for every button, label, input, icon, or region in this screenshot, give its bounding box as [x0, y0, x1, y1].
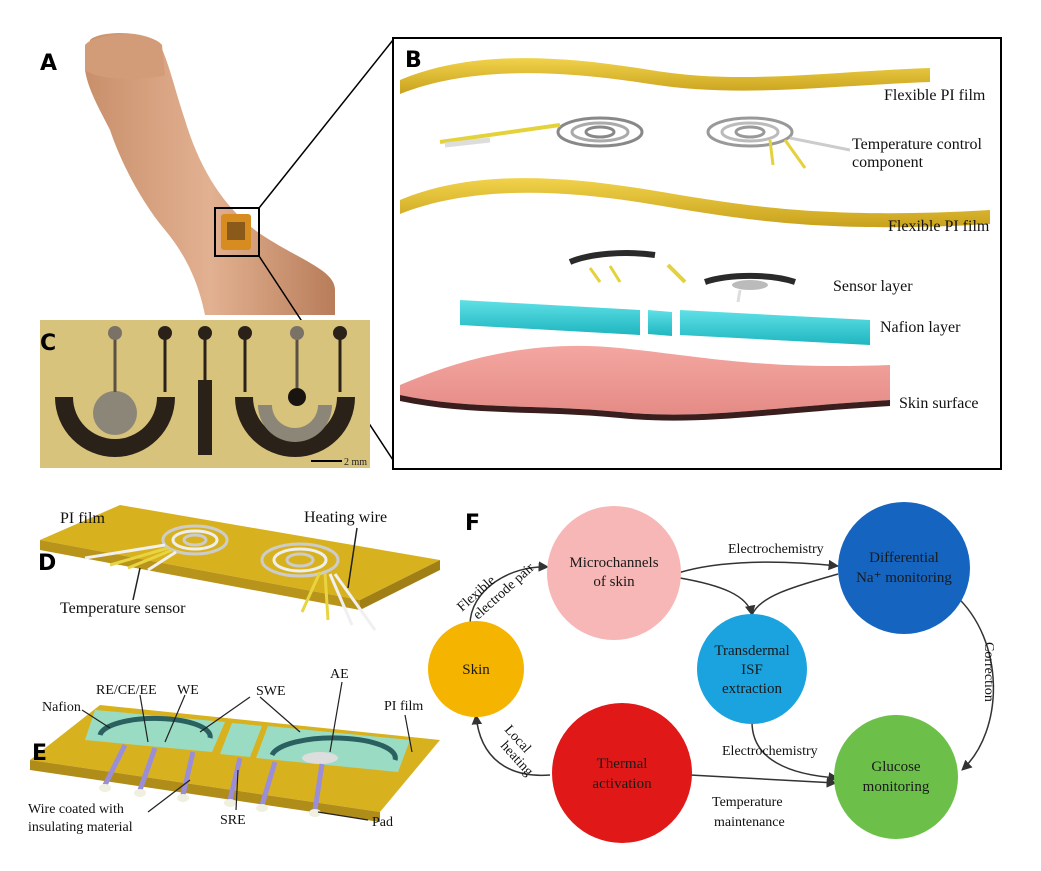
heating-wire-spiral	[260, 542, 377, 631]
edge-label-temp-1: Temperature	[712, 795, 783, 810]
node-transdermal	[697, 614, 807, 724]
node-skin	[428, 621, 524, 717]
edge-label-electrochem-bottom: Electrochemistry	[722, 744, 818, 759]
zoom-box	[214, 207, 260, 257]
node-transdermal-label-1: Transdermal	[714, 643, 789, 659]
label-nafion: Nafion	[42, 700, 81, 715]
electrode-arc-right	[235, 397, 355, 457]
label-nafion-layer: Nafion layer	[880, 319, 961, 336]
node-transdermal-label-3: extraction	[722, 681, 782, 697]
node-glucose-label-2: monitoring	[863, 779, 930, 795]
panel-letter-e: E	[32, 741, 47, 766]
edge-microchannels-isf	[679, 577, 756, 617]
sensor-layer	[568, 250, 796, 303]
edge-label-temp-2: maintenance	[714, 815, 785, 830]
panel-letter-a: A	[40, 51, 57, 76]
electrode-arc-left	[55, 397, 175, 457]
edge-thermal-glucose	[689, 774, 838, 788]
label-temp-control-2: component	[852, 154, 924, 171]
zoom-line-top	[258, 39, 394, 209]
panel-e: Nafion RE/CE/EE WE SWE AE PI film Wire c…	[28, 667, 440, 835]
label-skin-surface: Skin surface	[899, 395, 979, 412]
panel-letter-b: B	[405, 48, 422, 73]
edge-differential-isf	[751, 573, 839, 616]
patch-chip	[227, 222, 245, 240]
node-microchannels	[547, 506, 681, 640]
edge-thermal-skin	[471, 713, 551, 777]
panel-d: PI film Heating wire Temperature sensor …	[38, 505, 440, 631]
wires-coated	[99, 743, 325, 817]
label-swe: SWE	[256, 684, 286, 699]
node-skin-label: Skin	[462, 662, 490, 678]
node-thermal-label-1: Thermal	[597, 756, 648, 772]
node-transdermal-label-2: ISF	[741, 662, 763, 678]
label-sre: SRE	[220, 813, 246, 828]
label-pi-film-top: Flexible PI film	[884, 87, 986, 104]
edge-microchannels-differential	[677, 559, 840, 574]
scale-bar-label: 2 mm	[344, 457, 367, 468]
node-differential-label-2: Na⁺ monitoring	[856, 570, 952, 586]
pi-film-middle	[400, 178, 990, 228]
arm-image	[85, 33, 335, 316]
edge-isf-glucose	[751, 721, 840, 783]
node-glucose	[834, 715, 958, 839]
node-thermal	[552, 703, 692, 843]
fist-shape	[85, 34, 165, 79]
label-re-ce-ee: RE/CE/EE	[96, 683, 157, 698]
edge-label-electrochem-top: Electrochemistry	[728, 542, 824, 557]
panel-letter-d: D	[38, 551, 56, 576]
label-pi-film-middle: Flexible PI film	[888, 218, 990, 235]
panel-c: 2 mm C	[40, 320, 370, 468]
nafion-layer	[460, 300, 870, 345]
label-wire-1: Wire coated with	[28, 802, 124, 817]
label-pi-film-d: PI film	[60, 510, 105, 527]
edge-correction	[954, 594, 995, 771]
pi-film-top	[400, 58, 930, 94]
label-pad: Pad	[372, 815, 393, 830]
node-differential	[838, 502, 970, 634]
label-ae: AE	[330, 667, 349, 682]
electrode-bar	[198, 380, 212, 455]
node-microchannels-label-2: of skin	[593, 574, 635, 590]
label-temperature-sensor: Temperature sensor	[60, 600, 186, 617]
panel-b: B Flexible PI film Temperature control c…	[392, 37, 1002, 470]
label-sensor-layer: Sensor layer	[833, 278, 913, 295]
label-heating-wire: Heating wire	[304, 509, 387, 526]
skin-surface	[400, 345, 890, 415]
electrode-disk-left	[93, 391, 137, 435]
node-differential-label-1: Differential	[869, 550, 939, 566]
panel-f: F Skin Microchannels of skin Differentia…	[428, 502, 996, 843]
label-pi-film-e: PI film	[384, 699, 423, 714]
temperature-sensor-spiral	[84, 524, 229, 572]
node-glucose-label-1: Glucose	[871, 759, 920, 775]
node-thermal-label-2: activation	[592, 776, 652, 792]
pi-film-d	[40, 505, 440, 600]
edge-skin-microchannels	[469, 561, 550, 626]
label-wire-2: insulating material	[28, 820, 133, 835]
edge-label-correction: Correction	[981, 642, 996, 702]
label-we: WE	[177, 683, 199, 698]
temp-control-component	[439, 116, 851, 169]
node-microchannels-label-1: Microchannels	[569, 555, 658, 571]
label-temp-control-1: Temperature control	[852, 136, 982, 153]
panel-letter-f: F	[465, 511, 480, 536]
panel-letter-c: C	[40, 331, 56, 356]
